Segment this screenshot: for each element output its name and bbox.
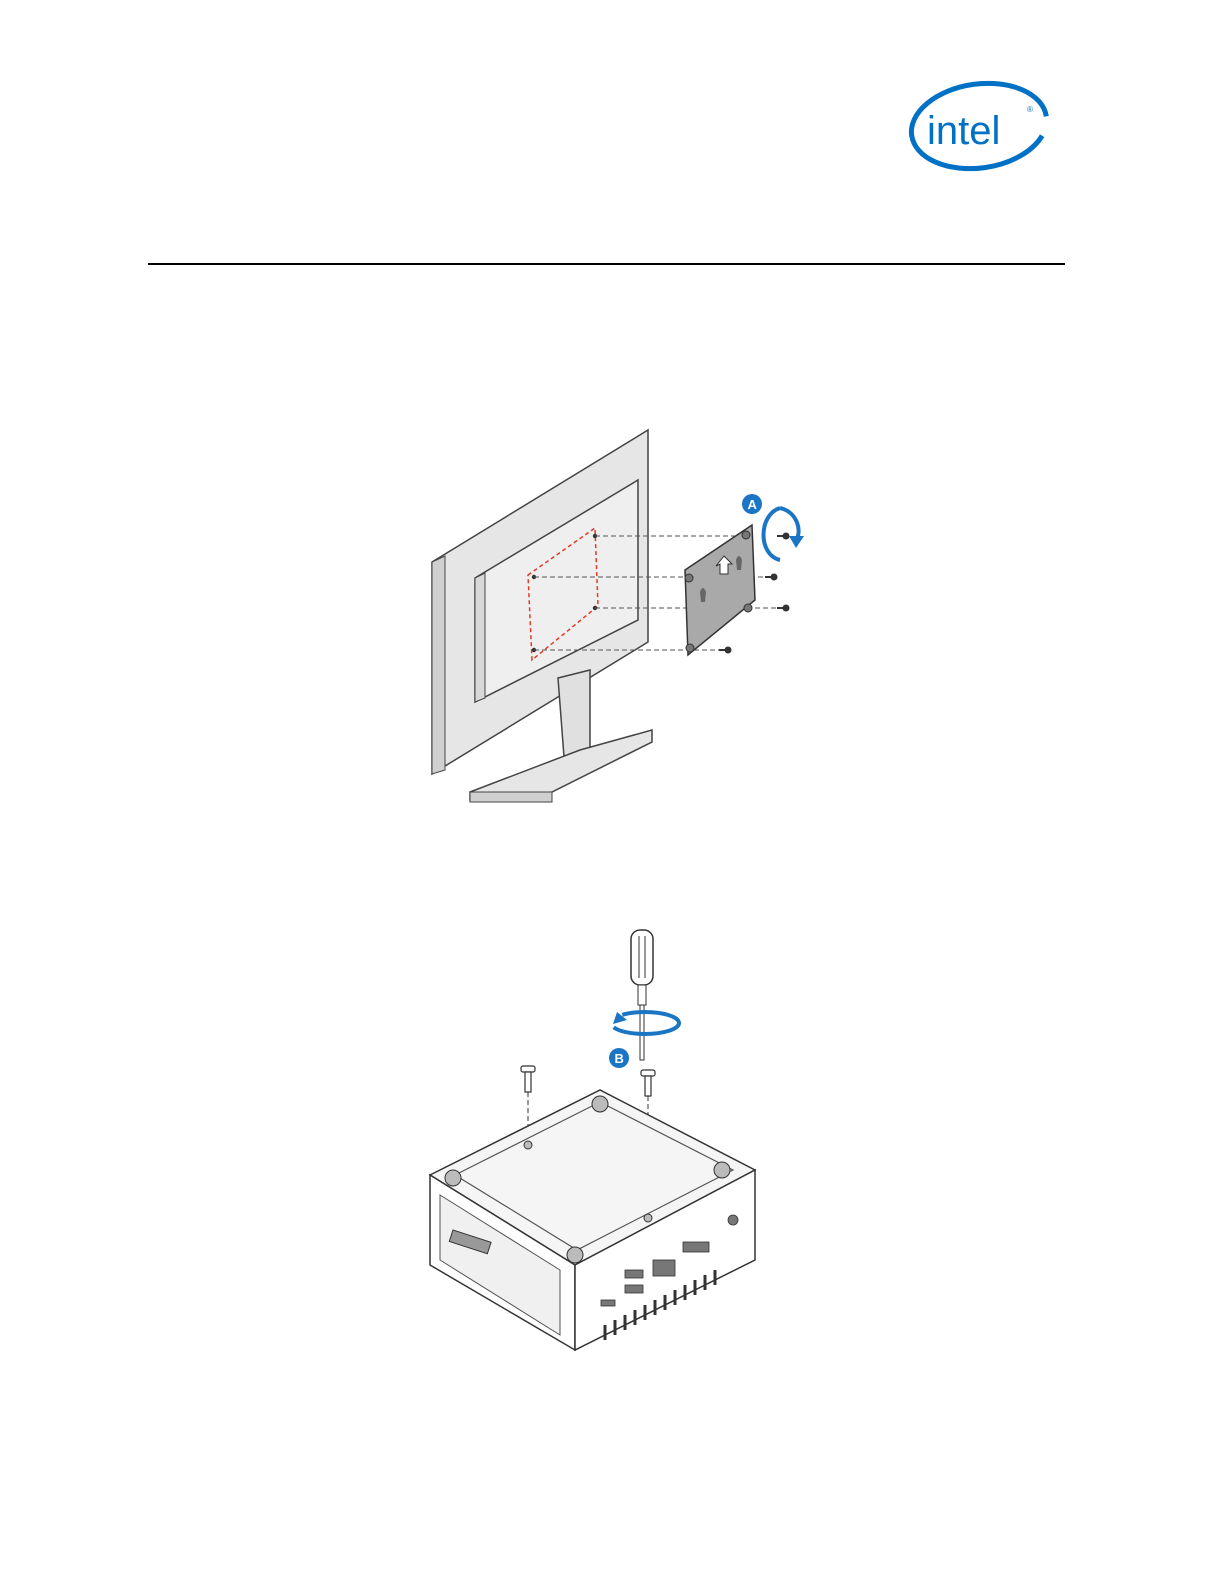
rotate-arrow-icon xyxy=(611,1012,679,1034)
vesa-bracket xyxy=(685,525,755,655)
callout-b: B xyxy=(609,1048,629,1068)
svg-text:®: ® xyxy=(1027,105,1033,114)
logo-wordmark: intel xyxy=(927,109,1000,153)
svg-text:A: A xyxy=(748,497,758,512)
intel-logo: intel ® xyxy=(905,78,1055,178)
header-divider xyxy=(148,263,1065,265)
callout-a: A xyxy=(742,494,762,514)
screwdriver-icon xyxy=(631,930,653,1060)
figure-mini-pc: B xyxy=(395,920,815,1370)
figure-monitor-bracket: A xyxy=(400,420,840,840)
svg-text:B: B xyxy=(615,1051,624,1066)
